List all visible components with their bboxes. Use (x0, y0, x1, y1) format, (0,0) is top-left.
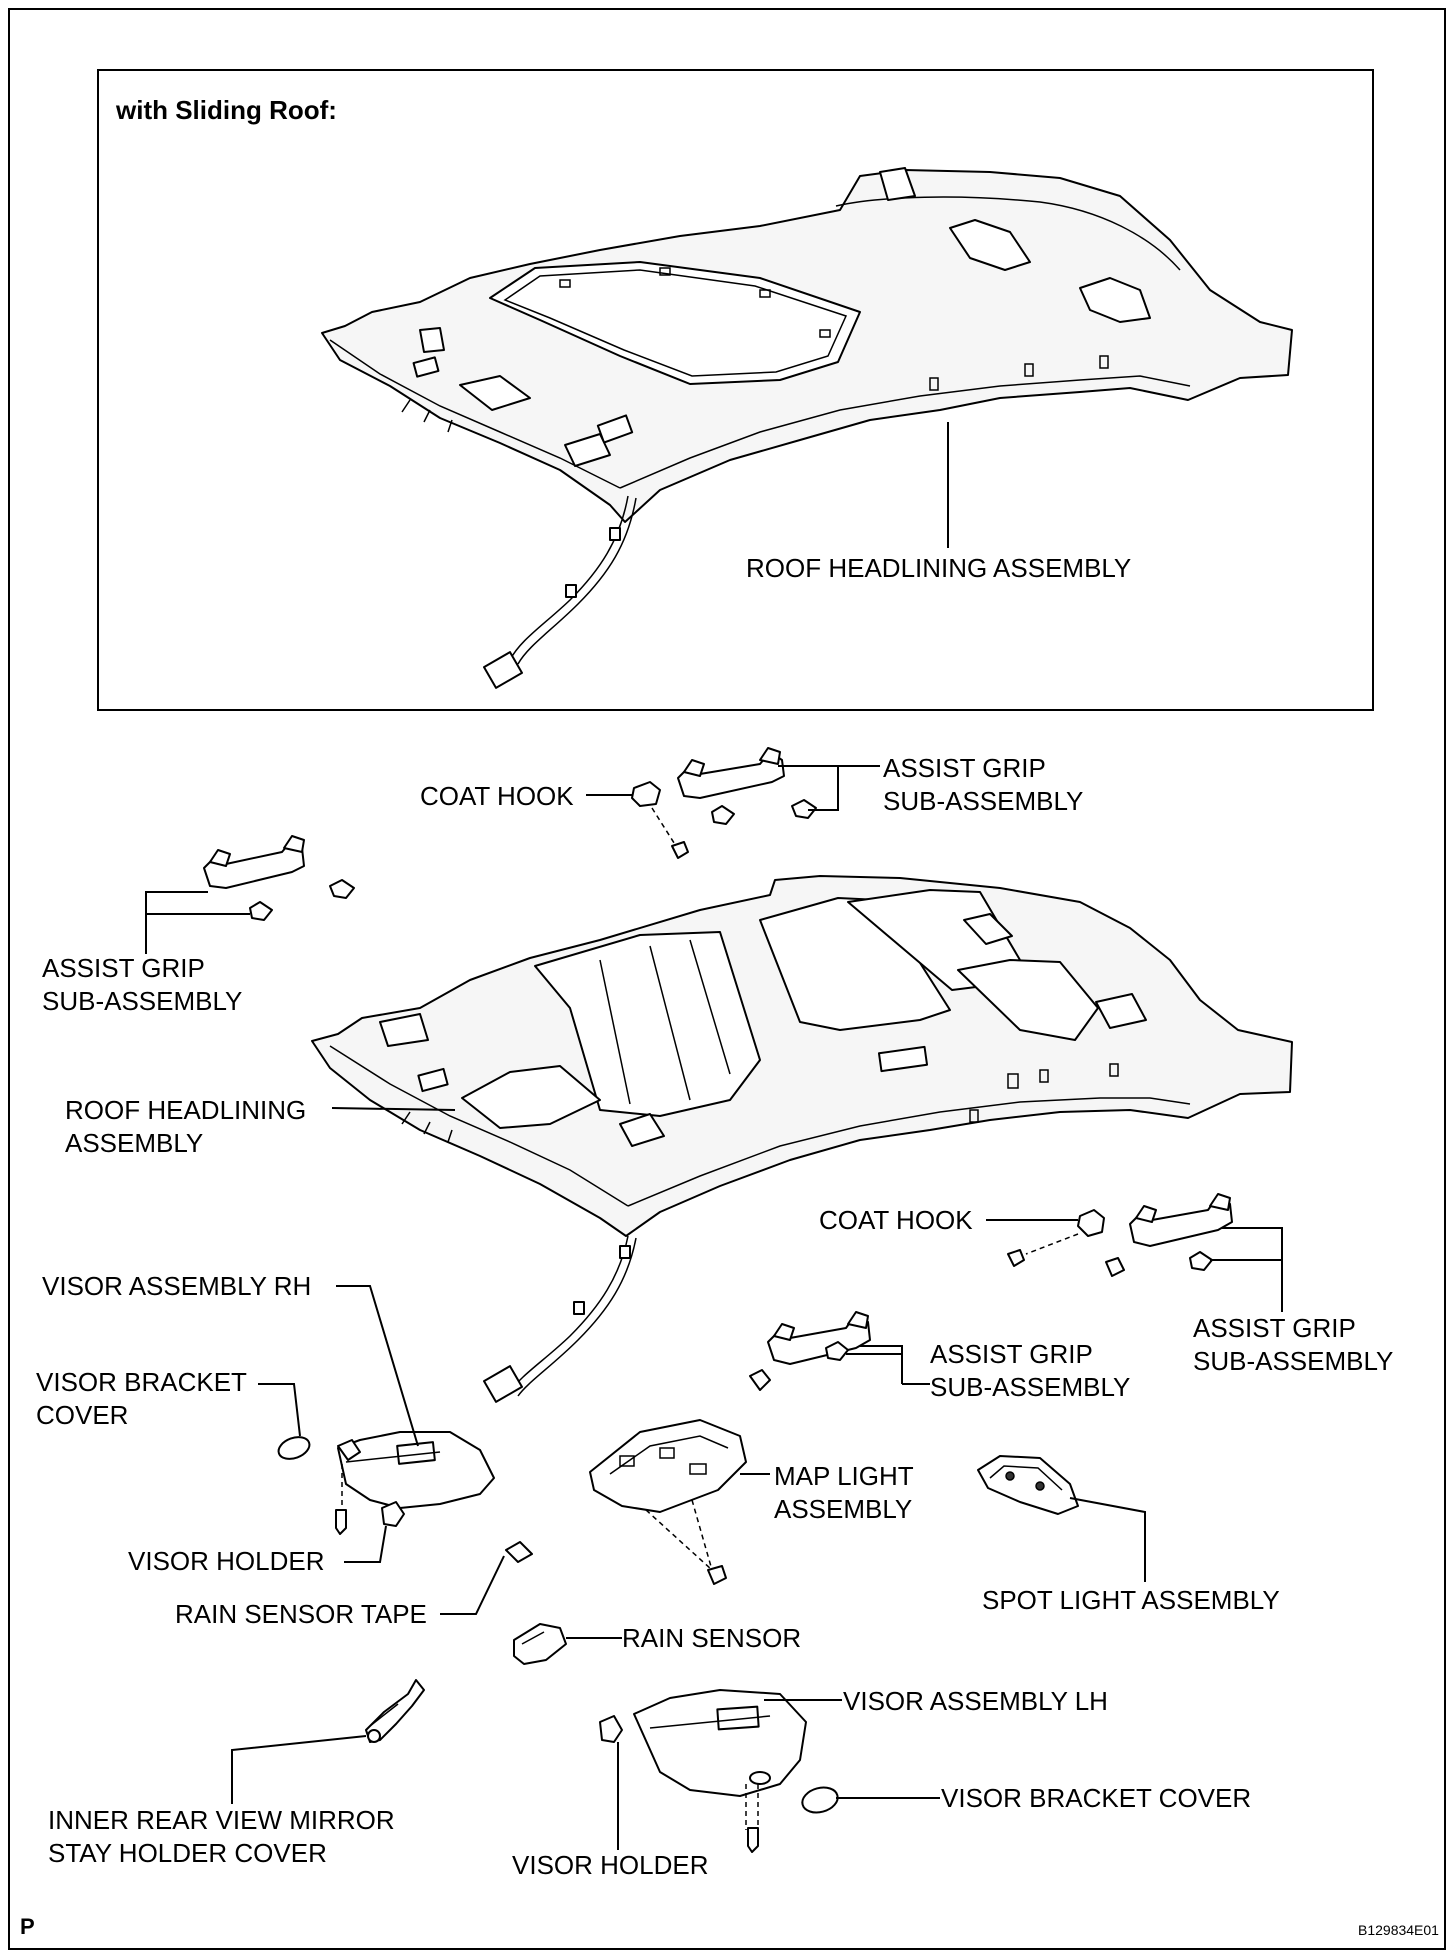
assist-grip-mid-bracket (846, 1345, 930, 1385)
visor-holder-left-label: VISOR HOLDER (128, 1546, 325, 1576)
rain-sensor-label: RAIN SENSOR (622, 1623, 802, 1653)
inset-roof-headlining-drawing (321, 167, 1293, 689)
rain-sensor-tape-drawing (505, 1541, 533, 1563)
figure-id: B129834E01 (1358, 1922, 1439, 1938)
roof-headlining-label: ROOF HEADLINING ASSEMBLY (65, 1095, 307, 1158)
roof-headlining-drawing (311, 875, 1293, 1403)
spot-light-leader (1069, 1497, 1146, 1582)
mirror-stay-holder-cover-label: INNER REAR VIEW MIRROR STAY HOLDER COVER (48, 1805, 395, 1868)
assist-grip-left-bracket (145, 891, 250, 954)
visor-lh-drawing (599, 1689, 807, 1853)
visor-bracket-cover-left-drawing (277, 1436, 311, 1460)
visor-bracket-cover-right-label: VISOR BRACKET COVER (941, 1783, 1252, 1813)
page-code: P (20, 1914, 35, 1939)
visor-bracket-cover-right-drawing (801, 1786, 839, 1814)
visor-rh-drawing (335, 1431, 495, 1535)
sliding-roof-inset-box (97, 69, 1374, 711)
coat-hook-right-drawing (1007, 1209, 1125, 1277)
assist-grip-right-bracket (1210, 1227, 1283, 1312)
assist-grip-top-bracket (778, 765, 880, 811)
assist-grip-mid-drawing (749, 1311, 871, 1391)
inset-roof-headlining-label: ROOF HEADLINING ASSEMBLY (746, 553, 1132, 583)
assist-grip-right-label: ASSIST GRIP SUB-ASSEMBLY (1193, 1313, 1394, 1376)
mirror-stay-holder-cover-drawing (365, 1679, 425, 1743)
coat-hook-right-label: COAT HOOK (819, 1205, 973, 1235)
mirror-cover-leader (231, 1735, 367, 1804)
visor-rh-label: VISOR ASSEMBLY RH (42, 1271, 312, 1301)
spot-light-drawing (977, 1455, 1079, 1515)
visor-holder-bottom-label: VISOR HOLDER (512, 1850, 709, 1880)
visor-bracket-cover-left-label: VISOR BRACKET COVER (36, 1367, 247, 1430)
diagram-frame (8, 8, 1446, 1950)
assist-grip-mid-label: ASSIST GRIP SUB-ASSEMBLY (930, 1339, 1131, 1402)
visor-lh-label: VISOR ASSEMBLY LH (843, 1686, 1108, 1716)
roof-headlining-leader (331, 1107, 456, 1111)
visor-rh-leader (336, 1285, 419, 1447)
rain-sensor-tape-label: RAIN SENSOR TAPE (175, 1599, 427, 1629)
assist-grip-left-drawing (203, 835, 355, 921)
rain-sensor-drawing (513, 1623, 567, 1665)
coat-hook-top-drawing (631, 781, 689, 859)
assist-grip-right-drawing (1129, 1193, 1233, 1271)
rain-sensor-tape-leader (440, 1555, 505, 1615)
map-light-drawing (589, 1419, 747, 1585)
inset-title: with Sliding Roof: (116, 95, 337, 125)
assist-grip-top-drawing (677, 747, 817, 825)
map-light-label: MAP LIGHT ASSEMBLY (774, 1461, 914, 1524)
coat-hook-top-label: COAT HOOK (420, 781, 574, 811)
assist-grip-top-label: ASSIST GRIP SUB-ASSEMBLY (883, 753, 1084, 816)
visor-bracket-cover-left-leader (258, 1383, 301, 1437)
spot-light-label: SPOT LIGHT ASSEMBLY (982, 1585, 1280, 1615)
visor-holder-left-leader (344, 1525, 387, 1563)
assist-grip-left-label: ASSIST GRIP SUB-ASSEMBLY (42, 953, 243, 1016)
